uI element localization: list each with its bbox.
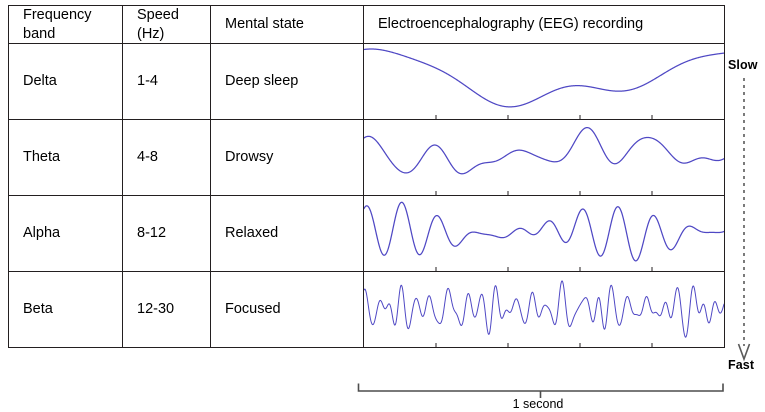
waveform-beta [363, 271, 725, 349]
eeg-trace-delta [364, 44, 724, 119]
speed-label-theta: 4-8 [137, 149, 158, 166]
cell-band: Alpha [8, 195, 123, 273]
table-row: Beta 12-30 Focused [8, 271, 725, 349]
header-mental-state: Mental state [210, 4, 364, 45]
header-speed-hz: Speed (Hz) [122, 4, 211, 45]
band-label-delta: Delta [23, 73, 57, 90]
scale-label: 1 second [512, 397, 564, 411]
cell-speed: 12-30 [122, 271, 211, 349]
eeg-trace-path [364, 128, 724, 174]
eeg-table: Frequency band Speed (Hz) Mental state E… [8, 4, 725, 349]
cell-state: Focused [210, 271, 364, 349]
header-mental-state-label: Mental state [225, 16, 304, 33]
cell-band: Theta [8, 119, 123, 197]
state-label-alpha: Relaxed [225, 225, 279, 242]
table-row: Delta 1-4 Deep sleep [8, 43, 725, 121]
band-label-beta: Beta [23, 301, 53, 318]
header-frequency-band-label: Frequency band [23, 7, 92, 42]
speed-axis-fast-label: Fast [728, 358, 755, 372]
eeg-trace-alpha [364, 196, 724, 271]
waveform-theta [363, 119, 725, 197]
table-body: Delta 1-4 Deep sleep Theta 4-8 Drowsy Al… [8, 43, 725, 349]
speed-label-beta: 12-30 [137, 301, 175, 318]
speed-label-delta: 1-4 [137, 73, 158, 90]
cell-state: Deep sleep [210, 43, 364, 121]
table-row: Theta 4-8 Drowsy [8, 119, 725, 197]
table-row: Alpha 8-12 Relaxed [8, 195, 725, 273]
band-label-alpha: Alpha [23, 225, 61, 242]
cell-band: Beta [8, 271, 123, 349]
eeg-trace-path [364, 49, 724, 107]
state-label-theta: Drowsy [225, 149, 274, 166]
cell-speed: 8-12 [122, 195, 211, 273]
header-speed-hz-label: Speed (Hz) [137, 7, 179, 42]
downward-arrow-icon [737, 78, 751, 362]
header-frequency-band: Frequency band [8, 4, 123, 45]
table-header-row: Frequency band Speed (Hz) Mental state E… [8, 4, 725, 45]
eeg-trace-path [364, 281, 724, 337]
cell-speed: 4-8 [122, 119, 211, 197]
cell-state: Drowsy [210, 119, 364, 197]
header-eeg-recording: Electroencephalography (EEG) recording [363, 4, 725, 45]
time-scale: 1 second [352, 382, 732, 412]
eeg-trace-theta [364, 120, 724, 195]
cell-band: Delta [8, 43, 123, 121]
header-eeg-recording-label: Electroencephalography (EEG) recording [378, 16, 644, 33]
state-label-beta: Focused [225, 301, 281, 318]
speed-axis-slow-label: Slow [728, 58, 758, 72]
eeg-trace-beta [364, 272, 724, 347]
waveform-alpha [363, 195, 725, 273]
band-label-theta: Theta [23, 149, 61, 166]
speed-axis: Slow Fast [728, 58, 765, 376]
speed-label-alpha: 8-12 [137, 225, 167, 242]
waveform-delta [363, 43, 725, 121]
state-label-delta: Deep sleep [225, 73, 299, 90]
eeg-trace-path [364, 202, 724, 261]
cell-speed: 1-4 [122, 43, 211, 121]
scale-bracket-icon [357, 383, 724, 398]
cell-state: Relaxed [210, 195, 364, 273]
